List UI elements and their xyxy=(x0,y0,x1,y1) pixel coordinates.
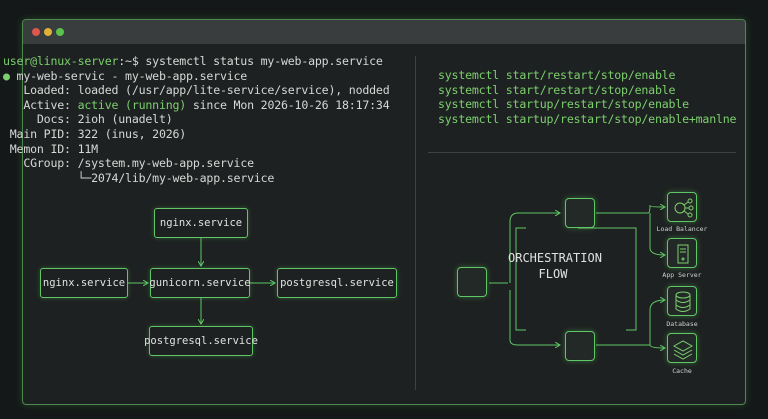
node-gunicorn[interactable]: gunicorn.service xyxy=(149,268,251,298)
close-button[interactable] xyxy=(32,28,40,36)
maximize-button[interactable] xyxy=(56,28,64,36)
loaded-line: Loaded: loaded (/usr/app/lite-service/se… xyxy=(3,83,390,98)
target-label: Database xyxy=(666,320,698,328)
terminal-window xyxy=(22,19,746,405)
node-nginx-left[interactable]: nginx.service xyxy=(40,268,128,298)
docs-line: Docs: 2ioh (unadelt) xyxy=(3,112,173,127)
node-postgresql-right[interactable]: postgresql.service xyxy=(277,268,397,298)
orchestration-node-top xyxy=(565,198,595,228)
orchestration-node-bottom xyxy=(565,331,595,361)
share-nodes-icon xyxy=(667,192,697,222)
main-pid-line: Main PID: 322 (inus, 2026) xyxy=(3,126,187,141)
command: :~$ systemctl status my-web-app.service xyxy=(118,54,383,68)
cgroup-child-line: └─2074/lib/my-web-app.service xyxy=(77,170,275,185)
node-postgresql-bottom[interactable]: postgresql.service xyxy=(144,326,258,356)
server-icon xyxy=(667,238,697,268)
target-label: Cache xyxy=(672,367,692,375)
database-icon xyxy=(667,286,697,316)
active-line: Active: active (running) since Mon 2026-… xyxy=(3,97,390,112)
command-item: systemctl startup/restart/stop/enable+ma… xyxy=(438,111,737,126)
node-nginx-top[interactable]: nginx.service xyxy=(154,208,248,238)
divider xyxy=(415,56,416,390)
divider xyxy=(428,152,736,153)
terminal-output: user@linux-server:~$ systemctl status my… xyxy=(3,54,390,185)
memon-id-line: Memon ID: 11M xyxy=(3,141,98,156)
command-item: systemctl start/restart/stop/enable xyxy=(438,68,676,82)
service-line: ● my-web-servic - my-web-app.service xyxy=(3,68,248,83)
layers-icon xyxy=(667,333,697,363)
cgroup-line: CGroup: /system.my-web-app.service xyxy=(3,156,254,171)
orchestration-source-node xyxy=(457,267,487,297)
prompt-user: user@linux-server xyxy=(3,54,119,68)
minimize-button[interactable] xyxy=(44,28,52,36)
target-label: App Server xyxy=(662,271,702,279)
command-list: systemctl start/restart/stop/enable syst… xyxy=(438,68,737,126)
title-bar xyxy=(23,20,745,44)
command-item: systemctl startup/restart/stop/enable xyxy=(438,97,689,112)
command-item: systemctl start/restart/stop/enable xyxy=(438,82,676,97)
target-label: Load Balancer xyxy=(656,225,708,233)
